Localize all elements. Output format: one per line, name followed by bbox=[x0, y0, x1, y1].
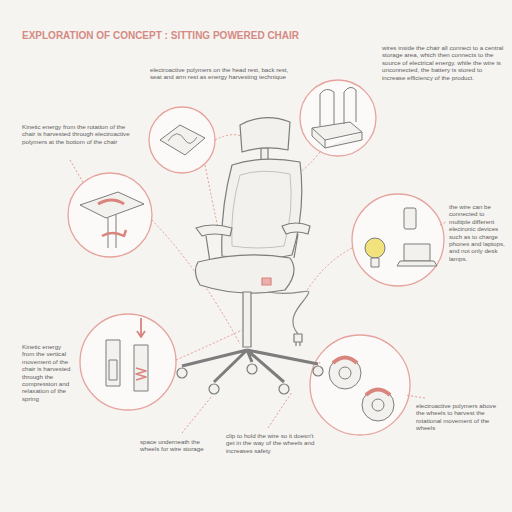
wheel-circle bbox=[310, 335, 410, 435]
laptop-base bbox=[397, 261, 437, 266]
polymer-wave bbox=[168, 134, 197, 144]
wheel bbox=[247, 364, 257, 374]
phone bbox=[404, 208, 416, 229]
right-arm bbox=[282, 223, 310, 234]
plate-sketch bbox=[80, 192, 144, 218]
device-note: the wire can be connected to multiple di… bbox=[449, 203, 505, 262]
wire-plug bbox=[294, 334, 302, 342]
leader-line bbox=[268, 392, 292, 428]
leader-line bbox=[405, 395, 425, 398]
wheel bbox=[313, 366, 323, 376]
power-wire bbox=[268, 291, 309, 334]
wire-sketch bbox=[320, 87, 356, 126]
page-title: EXPLORATION OF CONCEPT : SITTING POWERED… bbox=[22, 30, 299, 41]
wheel-sketch bbox=[362, 389, 394, 421]
backrest bbox=[222, 159, 302, 259]
wheel-polymer bbox=[366, 390, 390, 396]
leader-line bbox=[70, 160, 84, 184]
spring-circle bbox=[80, 314, 176, 410]
wire-note: wires inside the chair all connect to a … bbox=[382, 44, 504, 81]
rotation-arrow bbox=[102, 230, 126, 236]
clip-note: clip to hold the wire so it doesn't get … bbox=[226, 432, 318, 454]
devices-circle bbox=[352, 194, 444, 286]
rotation-circle bbox=[68, 173, 152, 257]
wheel-hub bbox=[339, 367, 351, 379]
polymer-note: electroactive polymers on the head rest,… bbox=[150, 66, 300, 81]
leader-line bbox=[182, 396, 212, 433]
leader-line bbox=[440, 222, 446, 225]
wheel bbox=[209, 384, 219, 394]
spring bbox=[136, 368, 146, 380]
leader-line bbox=[300, 152, 320, 172]
wheel bbox=[177, 368, 187, 378]
callout-sketches bbox=[80, 87, 437, 421]
bulb-base bbox=[371, 258, 379, 267]
storage-note: space underneath the wheels for wire sto… bbox=[140, 438, 218, 453]
chair-base bbox=[182, 350, 318, 382]
storage-circle bbox=[300, 80, 376, 156]
bulb bbox=[365, 238, 385, 258]
cushion-sketch bbox=[160, 125, 205, 155]
wheel-note: electroactive polymers above the wheels … bbox=[416, 402, 504, 432]
leader-line bbox=[176, 330, 242, 360]
cushion-circle bbox=[149, 107, 215, 173]
leader-lines bbox=[70, 135, 446, 433]
rotation-arc bbox=[98, 200, 124, 204]
cylinder bbox=[134, 345, 148, 391]
cylinder-inner bbox=[109, 360, 117, 380]
leader-line bbox=[306, 248, 352, 292]
wheel bbox=[279, 384, 289, 394]
chair bbox=[177, 118, 323, 394]
leader-line bbox=[215, 135, 242, 140]
spring-note: Kinetic energy from the vertical movemen… bbox=[22, 343, 74, 402]
wheel-polymer bbox=[333, 358, 357, 364]
post-sketch bbox=[108, 215, 116, 248]
headrest bbox=[240, 118, 290, 152]
backrest-mesh bbox=[232, 171, 291, 248]
leader-line bbox=[205, 165, 218, 228]
plug-pins bbox=[296, 342, 300, 346]
seat bbox=[195, 255, 294, 293]
laptop-screen bbox=[404, 244, 430, 261]
seat-polymer bbox=[262, 278, 271, 285]
wheel-hub bbox=[372, 399, 384, 411]
cylinder bbox=[106, 340, 120, 386]
rotation-note: Kinetic energy from the rotation of the … bbox=[22, 123, 134, 145]
left-arm bbox=[196, 225, 232, 236]
down-arrow bbox=[137, 318, 145, 337]
gas-column bbox=[243, 292, 251, 347]
wheel-sketch bbox=[329, 357, 361, 389]
